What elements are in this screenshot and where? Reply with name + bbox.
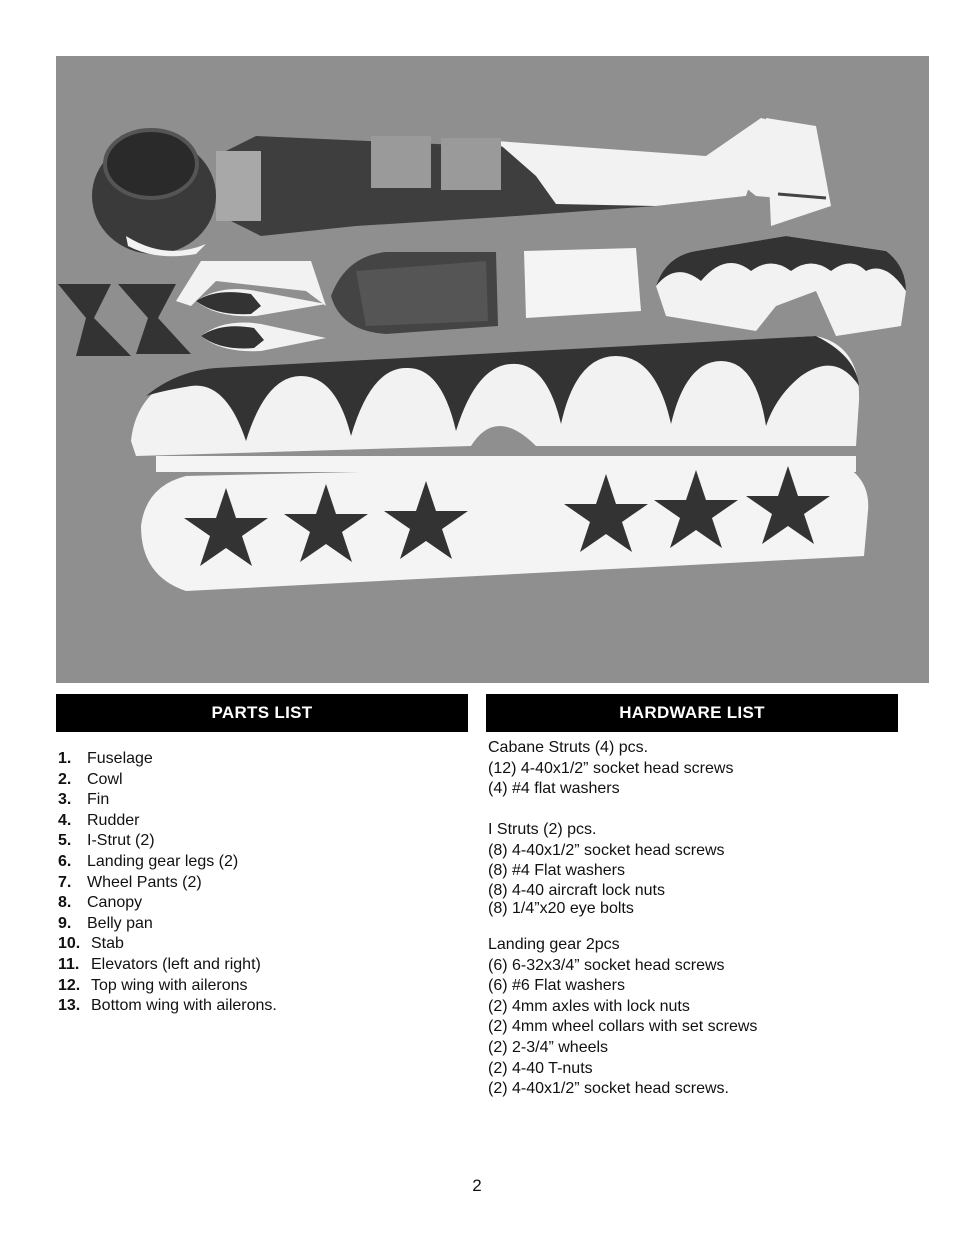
stab-shape: [656, 236, 906, 336]
item-number: 1.: [58, 750, 72, 767]
parts-list-item: 9. Belly pan: [58, 914, 277, 935]
hardware-line: (12) 4-40x1/2” socket head screws: [488, 759, 734, 777]
parts-list-item: 8. Canopy: [58, 893, 277, 914]
item-number: 2.: [58, 770, 72, 788]
parts-list-item: 7. Wheel Pants (2): [58, 873, 277, 894]
parts-list-title: PARTS LIST: [211, 703, 313, 722]
item-label: Elevators (left and right): [91, 955, 261, 973]
hardware-line: I Struts (2) pcs.: [488, 821, 597, 838]
item-label: Fuselage: [87, 750, 153, 767]
item-label: Stab: [91, 935, 124, 953]
item-number: 9.: [58, 914, 72, 932]
hardware-line: Landing gear 2pcs: [488, 936, 620, 953]
hardware-line: (4) #4 flat washers: [488, 780, 620, 798]
item-label: Landing gear legs (2): [87, 852, 239, 870]
landing-gear-shape: [176, 261, 326, 306]
item-label: Cowl: [87, 770, 123, 788]
parts-list-item: 4. Rudder: [58, 811, 277, 832]
parts-list-item: 13. Bottom wing with ailerons.: [58, 996, 277, 1017]
canopy-shape: [331, 252, 498, 334]
parts-list-item: 1. Fuselage: [58, 749, 277, 770]
fuselage-shape: [216, 136, 756, 236]
item-number: 8.: [58, 894, 72, 912]
hardware-line: (6) 6-32x3/4” socket head screws: [488, 956, 725, 974]
hardware-group-cabane-struts: Cabane Struts (4) pcs. (12) 4-40x1/2” so…: [488, 738, 733, 800]
fin-rudder-shape: [706, 118, 831, 226]
hardware-line: (8) 4-40 aircraft lock nuts: [488, 881, 665, 899]
aircraft-parts-photo: [56, 56, 929, 683]
page-number: 2: [472, 1176, 482, 1195]
item-number: 6.: [58, 852, 72, 870]
parts-list-item: 6. Landing gear legs (2): [58, 852, 277, 873]
hardware-line: (8) #4 Flat washers: [488, 862, 625, 880]
bottom-wing-shape: [141, 461, 869, 591]
item-number: 12.: [58, 976, 81, 994]
hardware-line: (2) 2-3/4” wheels: [488, 1038, 609, 1056]
item-label: I-Strut (2): [87, 832, 155, 850]
item-number: 11.: [58, 955, 80, 973]
hardware-line: (6) #6 Flat washers: [488, 977, 625, 995]
parts-list-item: 11. Elevators (left and right): [58, 955, 277, 976]
hardware-group-i-struts: I Struts (2) pcs. (8) 4-40x1/2” socket h…: [488, 820, 725, 919]
hardware-line: (8) 1/4”x20 eye bolts: [488, 899, 634, 917]
item-number: 3.: [58, 791, 72, 809]
item-number: 7.: [58, 873, 72, 891]
item-label: Fin: [87, 791, 110, 809]
parts-list-item: 10. Stab: [58, 934, 277, 955]
cowl-shape: [92, 128, 216, 257]
parts-list-header: PARTS LIST: [56, 694, 468, 732]
hardware-list-title: HARDWARE LIST: [619, 703, 765, 722]
item-number: 4.: [58, 811, 72, 829]
hardware-line: Cabane Struts (4) pcs.: [488, 739, 649, 756]
hardware-list-header: HARDWARE LIST: [486, 694, 898, 732]
hardware-line: (8) 4-40x1/2” socket head screws: [488, 841, 725, 859]
hardware-group-landing-gear: Landing gear 2pcs (6) 6-32x3/4” socket h…: [488, 935, 757, 1100]
item-number: 5.: [58, 832, 72, 850]
item-number: 10.: [58, 935, 81, 953]
hardware-line: (2) 4-40x1/2” socket head screws.: [488, 1080, 729, 1098]
hardware-line: (2) 4mm axles with lock nuts: [488, 997, 690, 1015]
item-label: Canopy: [87, 894, 143, 912]
parts-list-item: 5. I-Strut (2): [58, 831, 277, 852]
parts-list-item: 12. Top wing with ailerons: [58, 976, 277, 997]
wheel-pants-shapes: [196, 288, 326, 352]
hardware-line: (2) 4mm wheel collars with set screws: [488, 1018, 758, 1036]
item-label: Belly pan: [87, 914, 153, 932]
parts-list-item: 3. Fin: [58, 790, 277, 811]
parts-list: 1. Fuselage 2. Cowl 3. Fin 4. Rudder 5. I-Str…: [58, 749, 277, 1017]
aircraft-parts-illustration: [56, 56, 929, 683]
item-number: 13.: [58, 997, 81, 1015]
belly-pan-shape: [524, 248, 641, 318]
item-label: Rudder: [87, 811, 140, 829]
i-strut-shapes: [58, 284, 191, 356]
parts-list-item: 2. Cowl: [58, 770, 277, 791]
hardware-line: (2) 4-40 T-nuts: [488, 1059, 593, 1077]
item-label: Bottom wing with ailerons.: [91, 997, 277, 1015]
item-label: Wheel Pants (2): [87, 873, 202, 891]
item-label: Top wing with ailerons: [91, 976, 248, 994]
